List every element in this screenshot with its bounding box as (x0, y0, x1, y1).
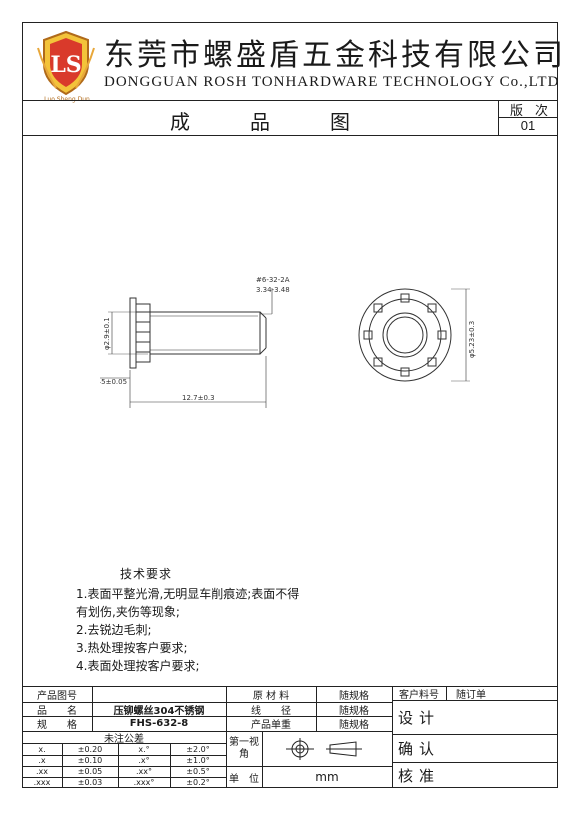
company-name-cn: 东莞市螺盛盾五金科技有限公司 (104, 38, 566, 73)
note-item: 2.去锐边毛刺; (76, 623, 152, 637)
technical-notes: 技术要求 1.表面平整光滑,无明显车削痕迹;表面不得 有划伤,夹伤等现象; 2.… (76, 565, 299, 675)
tol-angle-fmt: .xx° (135, 767, 152, 776)
tol-fmt: .xx (35, 767, 48, 776)
customer-no-value: 随订单 (456, 689, 486, 701)
company-logo-icon: LS (37, 30, 95, 96)
first-angle-projection-icon (286, 738, 362, 760)
tol-val: ±0.03 (77, 778, 103, 787)
dim-thread-range: 3.34-3.48 (256, 286, 290, 294)
notes-heading: 技术要求 (120, 567, 173, 581)
unit-value: mm (315, 770, 339, 784)
dim-length: 12.7±0.3 (182, 394, 215, 402)
tol-angle-val: ±1.0° (186, 756, 210, 765)
projection-label: 第一视角 (229, 737, 259, 760)
customer-no-label: 客户料号 (399, 689, 439, 701)
tol-angle-val: ±0.2° (186, 778, 210, 787)
note-item: 4.表面处理按客户要求; (76, 659, 200, 673)
spec-value: FHS-632-8 (129, 718, 189, 729)
version-label: 版次 (510, 104, 561, 119)
tol-angle-val: ±0.5° (186, 767, 210, 776)
spec-label: 规 格 (37, 720, 77, 731)
title-divider (22, 135, 558, 136)
design-label: 设计 (398, 708, 441, 727)
part-drawing: #6-32-2A 3.34-3.48 φ2.9±0.1 0.45±0.05 12… (100, 276, 476, 408)
version-row-divider (498, 117, 558, 118)
tol-angle-fmt: .xxx° (133, 778, 155, 787)
tol-fmt: .xxx (33, 778, 51, 787)
product-no-label: 产品图号 (37, 690, 77, 702)
end-view-outer (358, 288, 452, 382)
shank (149, 311, 261, 355)
tol-angle-fmt: x.° (138, 744, 150, 754)
name-label: 品 名 (37, 705, 77, 717)
dim-thread: #6-32-2A (256, 276, 290, 284)
wire-label: 线 径 (251, 705, 291, 717)
note-item: 3.热处理按客户要求; (76, 641, 188, 655)
unit-label: 单 位 (229, 773, 259, 785)
logo-caption: Luo Sheng Dun (44, 96, 90, 103)
header-divider (22, 100, 558, 101)
tol-fmt: .x (38, 756, 46, 765)
tol-val: ±0.10 (77, 756, 103, 765)
material-label: 原 材 料 (252, 690, 290, 702)
dim-head-dia: φ5.23±0.3 (468, 321, 476, 358)
company-name-en: DONGGUAN ROSH TONHARDWARE TECHNOLOGY Co.… (104, 74, 560, 90)
name-value: 压铆螺丝304不锈钢 (113, 705, 205, 717)
tol-val: ±0.20 (77, 744, 103, 754)
tol-val: ±0.05 (77, 767, 103, 776)
end-view-teeth (363, 293, 447, 377)
note-item: 1.表面平整光滑,无明显车削痕迹;表面不得 (76, 587, 300, 601)
head-flange (129, 297, 137, 369)
check-label: 确认 (398, 739, 441, 758)
weight-value: 随规格 (339, 720, 369, 731)
material-value: 随规格 (339, 690, 369, 702)
dim-shank-dia: φ2.9±0.1 (103, 317, 111, 350)
wire-value: 随规格 (339, 705, 369, 717)
version-value: 01 (520, 118, 536, 133)
note-item: 有划伤,夹伤等现象; (76, 605, 180, 619)
tolerance-title: 未注公差 (104, 733, 144, 745)
weight-label: 产品单重 (251, 720, 291, 731)
product-no-value (92, 686, 226, 702)
drawing-frame (22, 22, 558, 788)
svg-text:LS: LS (50, 52, 81, 78)
tol-angle-val: ±2.0° (186, 744, 210, 754)
tol-fmt: x. (38, 744, 46, 754)
drawing-title: 成品图 (170, 110, 410, 134)
tol-angle-fmt: .x° (138, 756, 150, 765)
approve-label: 核准 (398, 766, 441, 785)
dim-head-thk: 0.45±0.05 (100, 378, 127, 386)
